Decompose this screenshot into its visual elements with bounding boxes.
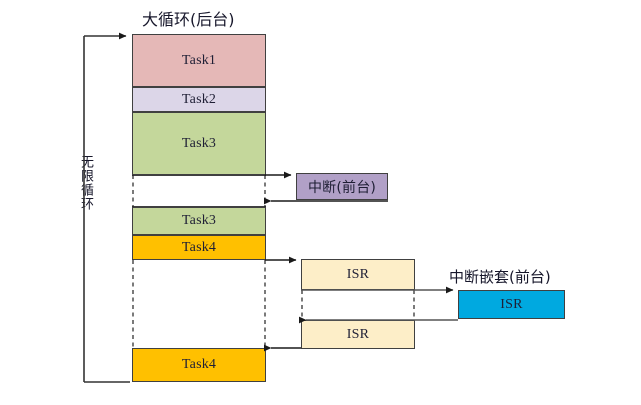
title-main-label: 大循环(后台) [142, 10, 235, 29]
infinite-loop-label: 无限循环 [78, 155, 93, 211]
task-block-task4-resumed: Task4 [132, 348, 266, 382]
task-block-task3-first: Task3 [132, 112, 266, 175]
isr-box-nested: ISR [458, 290, 565, 319]
isr-box-top: ISR [301, 259, 415, 290]
task-block-task4-first: Task4 [132, 235, 266, 260]
task-block-task3-resumed: Task3 [132, 207, 266, 235]
task-block-gap-interrupt [132, 175, 266, 207]
interrupt-box: 中断(前台) [296, 173, 388, 200]
title-nested-interrupt-label: 中断嵌套(前台) [449, 268, 551, 286]
isr-box-bottom: ISR [301, 320, 415, 349]
task-block-gap-isr [132, 260, 266, 348]
task-block-task2: Task2 [132, 87, 266, 112]
task-block-task1: Task1 [132, 34, 266, 87]
